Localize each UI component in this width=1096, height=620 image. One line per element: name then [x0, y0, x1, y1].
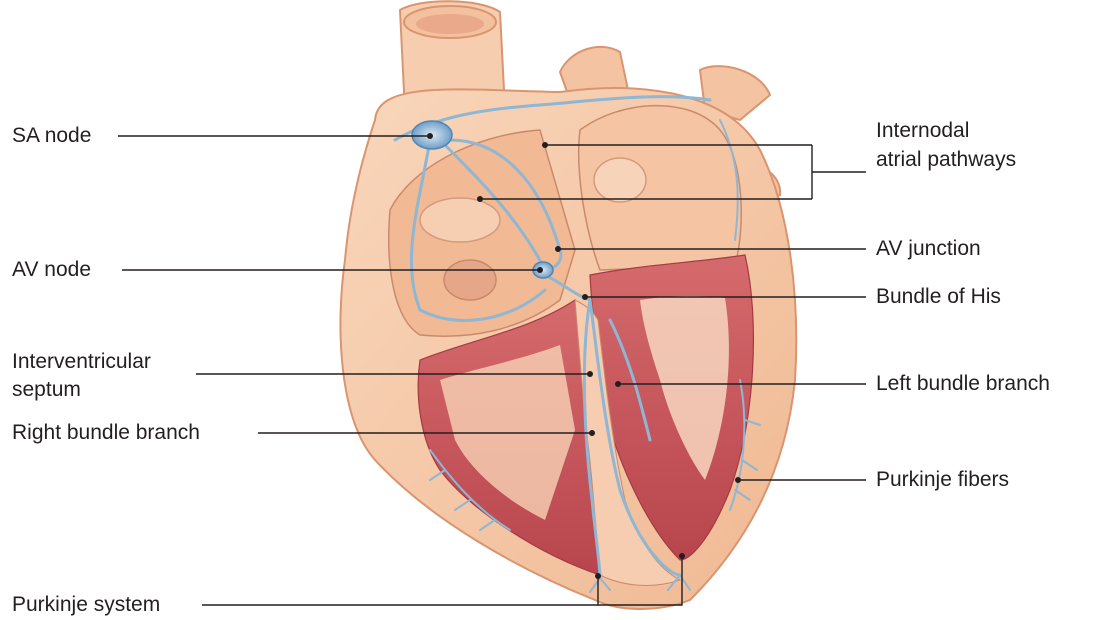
label-av-node: AV node [12, 257, 91, 283]
label-purkinje-system: Purkinje system [12, 592, 160, 618]
label-internodal-line2: atrial pathways [876, 147, 1016, 173]
label-interventricular-septum-line1: Interventricular [12, 349, 151, 375]
label-purkinje-fibers: Purkinje fibers [876, 467, 1009, 493]
label-bundle-of-his: Bundle of His [876, 284, 1001, 310]
label-left-bundle-branch: Left bundle branch [876, 371, 1050, 397]
label-av-junction: AV junction [876, 236, 981, 262]
label-interventricular-septum-line2: septum [12, 377, 81, 403]
label-sa-node: SA node [12, 123, 91, 149]
label-right-bundle-branch: Right bundle branch [12, 420, 200, 446]
label-internodal-line1: Internodal [876, 118, 969, 144]
